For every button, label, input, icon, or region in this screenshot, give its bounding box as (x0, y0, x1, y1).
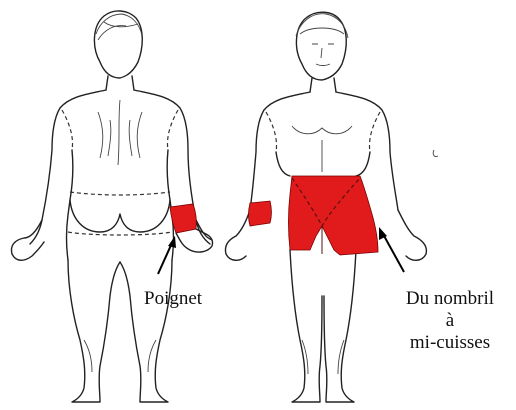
wrist-label: Poignet (144, 288, 202, 310)
navel-to-midthigh-highlight (289, 176, 379, 255)
area-label-line-1: Du nombril (390, 288, 510, 310)
navel-to-midthigh-label: Du nombril à mi-cuisses (390, 288, 510, 354)
front-wrist-highlight (249, 201, 272, 226)
area-arrow (379, 227, 404, 272)
area-label-line-2: à (390, 310, 510, 332)
area-label-line-3: mi-cuisses (390, 332, 510, 354)
wrist-arrow (158, 236, 176, 274)
